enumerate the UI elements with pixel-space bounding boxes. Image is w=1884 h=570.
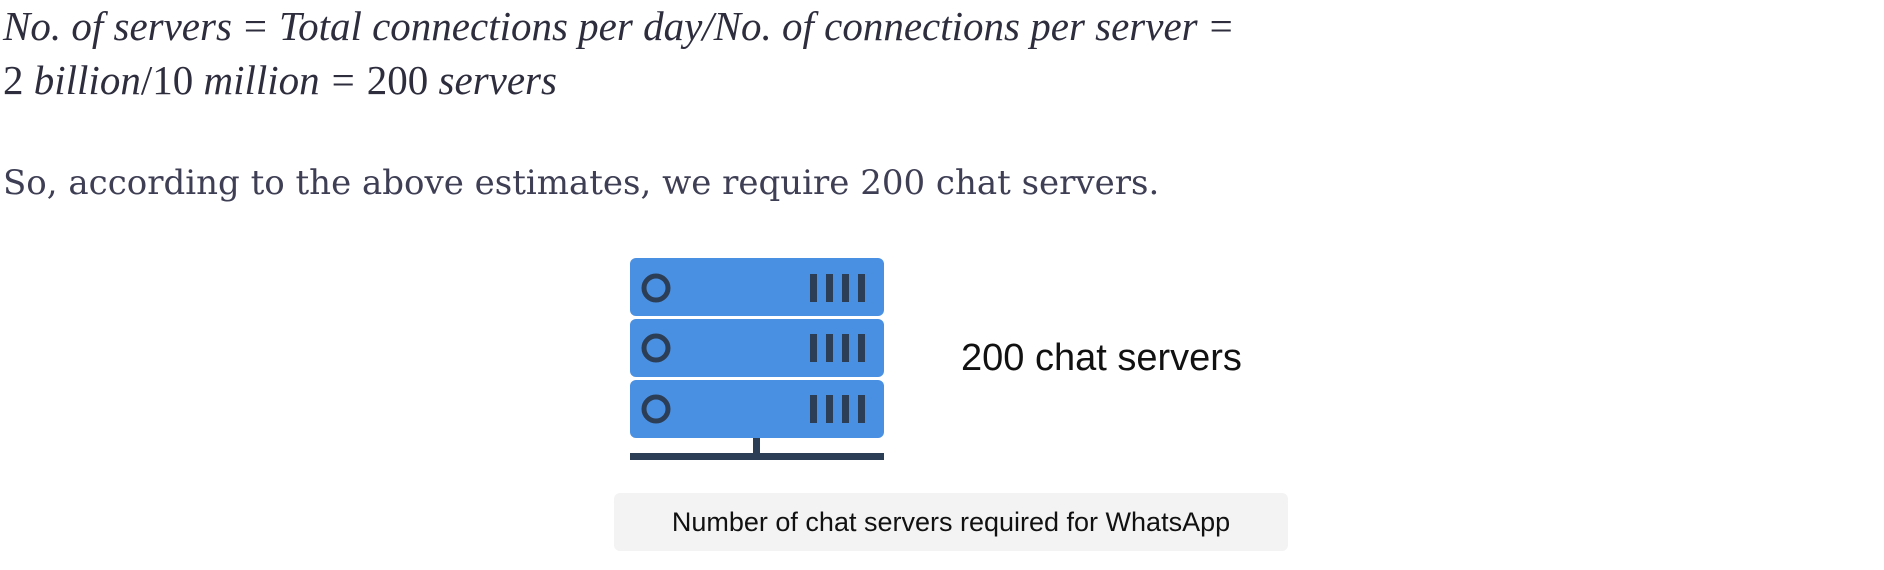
equation-rhs: Total connections per day/No. of connect…	[279, 3, 1198, 49]
equation-equals: =	[331, 57, 355, 103]
estimate-paragraph: So, according to the above estimates, we…	[3, 163, 1160, 203]
server-count-label: 200 chat servers	[961, 337, 1242, 379]
equation-equals-trailing: =	[1209, 3, 1233, 49]
equation-line-2: 2 billion/10 million=200 servers	[3, 56, 557, 104]
server-unit-3	[630, 380, 884, 438]
equation-denominator: 10	[152, 57, 194, 103]
equation-denominator-unit: million	[203, 57, 320, 103]
equation-numerator-unit: billion	[33, 57, 141, 103]
server-rack-icon	[630, 258, 884, 460]
equation-equals: =	[243, 3, 268, 49]
equation-result: 200	[366, 57, 429, 103]
equation-result-unit: servers	[438, 57, 557, 103]
server-unit-1	[630, 258, 884, 316]
equation-slash: /	[140, 57, 153, 103]
equation-line-1: No. of servers=Total connections per day…	[3, 2, 1245, 50]
equation-lhs: No. of servers	[3, 3, 232, 49]
server-unit-2	[630, 319, 884, 377]
server-figure	[629, 258, 885, 460]
server-stand	[630, 438, 884, 460]
figure-caption: Number of chat servers required for What…	[614, 493, 1288, 551]
equation-numerator: 2	[3, 57, 24, 103]
